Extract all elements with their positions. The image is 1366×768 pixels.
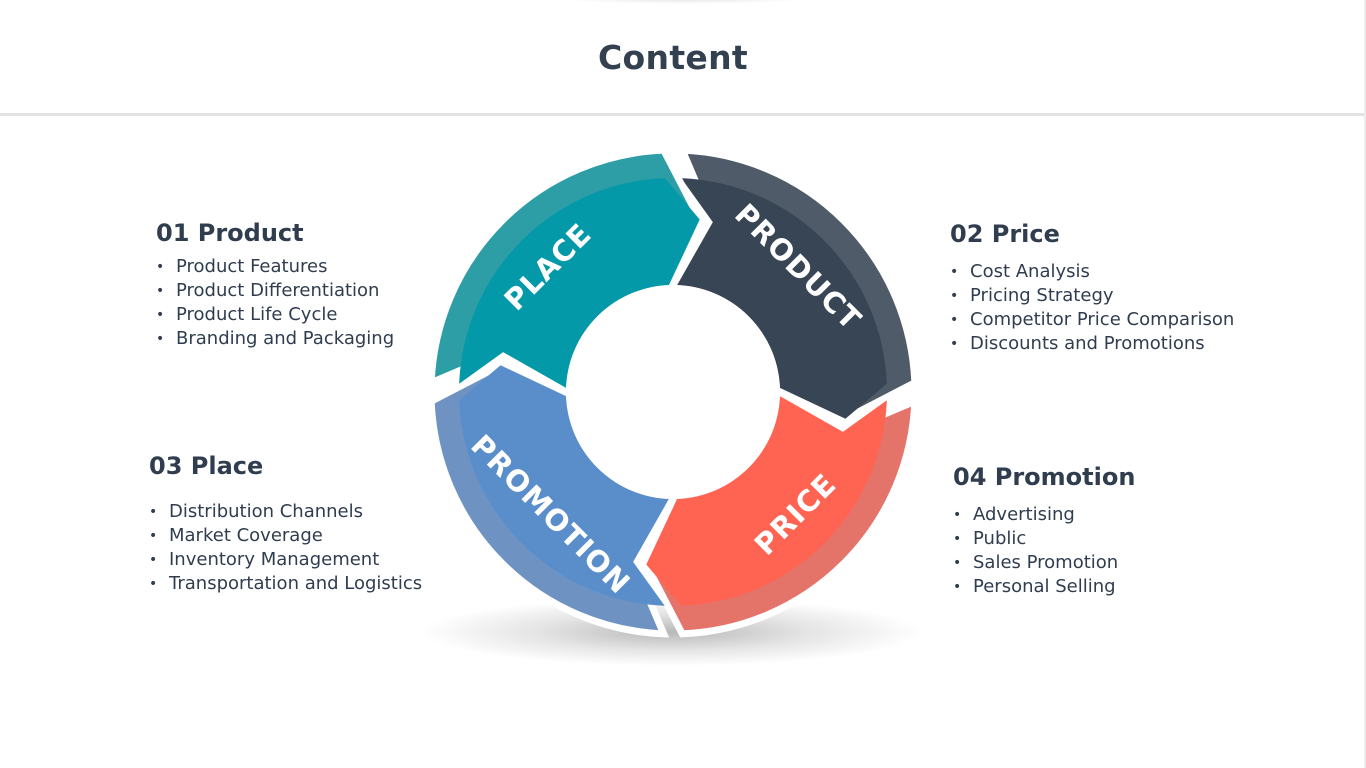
price-block: 02 Price Cost Analysis Pricing Strategy … <box>950 220 1234 356</box>
product-heading: 01 Product <box>156 219 304 247</box>
list-item: Sales Promotion <box>953 551 1135 575</box>
price-segment <box>646 396 887 606</box>
list-item: Inventory Management <box>149 548 422 572</box>
promotion-segment <box>459 365 669 606</box>
list-item: Distribution Channels <box>149 500 422 524</box>
list-item: Public <box>953 527 1135 551</box>
product-list: Product Features Product Differentiation… <box>156 255 394 351</box>
price-heading: 02 Price <box>950 220 1060 248</box>
top-shadow-decoration <box>560 0 810 4</box>
promotion-block: 04 Promotion Advertising Public Sales Pr… <box>953 463 1135 599</box>
list-item: Product Features <box>156 255 394 279</box>
promotion-list: Advertising Public Sales Promotion Perso… <box>953 503 1135 599</box>
list-item: Discounts and Promotions <box>950 332 1234 356</box>
list-item: Competitor Price Comparison <box>950 308 1234 332</box>
promotion-heading: 04 Promotion <box>953 463 1136 491</box>
cycle-shadow <box>422 598 922 666</box>
list-item: Pricing Strategy <box>950 284 1234 308</box>
list-item: Product Life Cycle <box>156 303 394 327</box>
place-block: 03 Place Distribution Channels Market Co… <box>149 452 422 596</box>
place-heading: 03 Place <box>149 452 264 480</box>
header-divider <box>0 113 1366 116</box>
place-segment <box>459 178 700 388</box>
list-item: Branding and Packaging <box>156 327 394 351</box>
right-edge-rule <box>1364 0 1366 768</box>
price-list: Cost Analysis Pricing Strategy Competito… <box>950 260 1234 356</box>
list-item: Personal Selling <box>953 575 1135 599</box>
list-item: Cost Analysis <box>950 260 1234 284</box>
list-item: Advertising <box>953 503 1135 527</box>
list-item: Market Coverage <box>149 524 422 548</box>
cycle-center-hole <box>566 285 780 499</box>
page-title: Content <box>598 38 748 77</box>
place-list: Distribution Channels Market Coverage In… <box>149 500 422 596</box>
product-block: 01 Product Product Features Product Diff… <box>156 219 394 351</box>
product-segment <box>677 178 887 419</box>
list-item: Product Differentiation <box>156 279 394 303</box>
list-item: Transportation and Logistics <box>149 572 422 596</box>
